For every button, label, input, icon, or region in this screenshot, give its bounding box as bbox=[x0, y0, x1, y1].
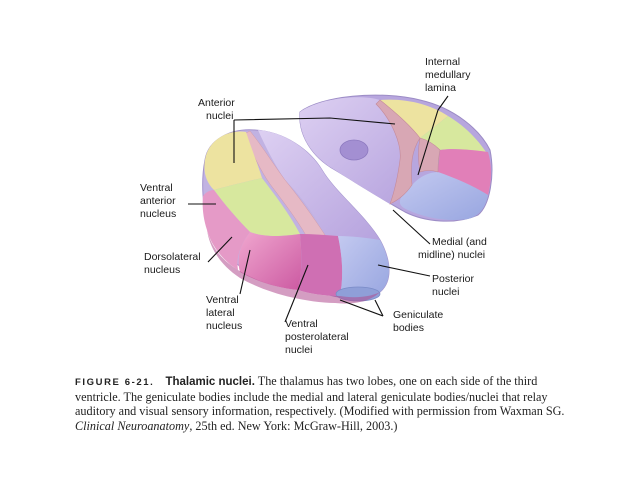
left-ventral-anterior-nucleus bbox=[214, 178, 300, 236]
label-ventral-anterior-nucleus: Ventral anterior nucleus bbox=[140, 182, 179, 220]
right-posterior-nuclei bbox=[399, 172, 488, 220]
left-anterior-nuclei bbox=[204, 131, 262, 190]
leader-ventral-posterolateral bbox=[284, 264, 309, 323]
leader-dorsolateral bbox=[207, 236, 233, 263]
caption-book-title: Clinical Neuroanatomy bbox=[75, 418, 190, 433]
caption-citation: , 25th ed. New York: McGraw-Hill, 2003.) bbox=[189, 418, 398, 433]
leader-ventral-lateral bbox=[239, 249, 251, 295]
right-lamina-branch bbox=[418, 137, 441, 173]
label-dorsolateral-nucleus: Dorsolateral nucleus bbox=[144, 251, 204, 276]
leader-medial bbox=[392, 209, 431, 245]
left-ventral-lateral-nucleus bbox=[238, 232, 302, 290]
right-internal-medullary-lamina bbox=[375, 99, 421, 205]
figure-number: FIGURE 6-21. bbox=[75, 377, 155, 388]
leader-internal-medullary-lamina bbox=[417, 95, 449, 176]
thalamus-diagram: Internal medullary lamina Anterior nucle… bbox=[140, 56, 493, 356]
right-lateral-nuclei bbox=[438, 149, 491, 195]
label-ventral-lateral-nucleus: Ventral lateral nucleus bbox=[206, 294, 242, 332]
label-posterior-nuclei: Posterior nuclei bbox=[432, 273, 477, 298]
leader-anterior-nuclei bbox=[233, 117, 396, 163]
figure-title: Thalamic nuclei. bbox=[165, 376, 255, 388]
right-anterior-nuclei bbox=[380, 99, 448, 138]
label-geniculate-bodies: Geniculate bodies bbox=[393, 309, 446, 334]
leader-lines bbox=[188, 95, 449, 323]
leader-posterior bbox=[377, 264, 431, 277]
left-dorsolateral-nucleus bbox=[202, 190, 250, 270]
label-medial-midline-nuclei: Medial (and midline) nuclei bbox=[418, 236, 490, 261]
left-medial-nuclei bbox=[258, 130, 380, 240]
label-internal-medullary-lamina: Internal medullary lamina bbox=[425, 56, 473, 94]
caption-text: The thalamus has two lobes, one on each … bbox=[75, 374, 565, 419]
leader-geniculate-1 bbox=[339, 299, 384, 317]
right-thalamic-lobe bbox=[299, 94, 493, 222]
left-posterior-nuclei bbox=[338, 236, 389, 298]
figure-caption: FIGURE 6-21. Thalamic nuclei. The thalam… bbox=[75, 374, 565, 433]
left-ventral-posterolateral-nuclei bbox=[298, 234, 343, 296]
label-anterior-nuclei: Anterior nuclei bbox=[198, 97, 238, 122]
label-ventral-posterolateral-nuclei: Ventral posterolateral nuclei bbox=[285, 318, 352, 356]
right-ventral-anterior bbox=[420, 116, 486, 152]
right-medial-oval bbox=[339, 139, 369, 161]
leader-geniculate-2 bbox=[374, 299, 384, 317]
left-thalamic-lobe bbox=[202, 129, 390, 304]
